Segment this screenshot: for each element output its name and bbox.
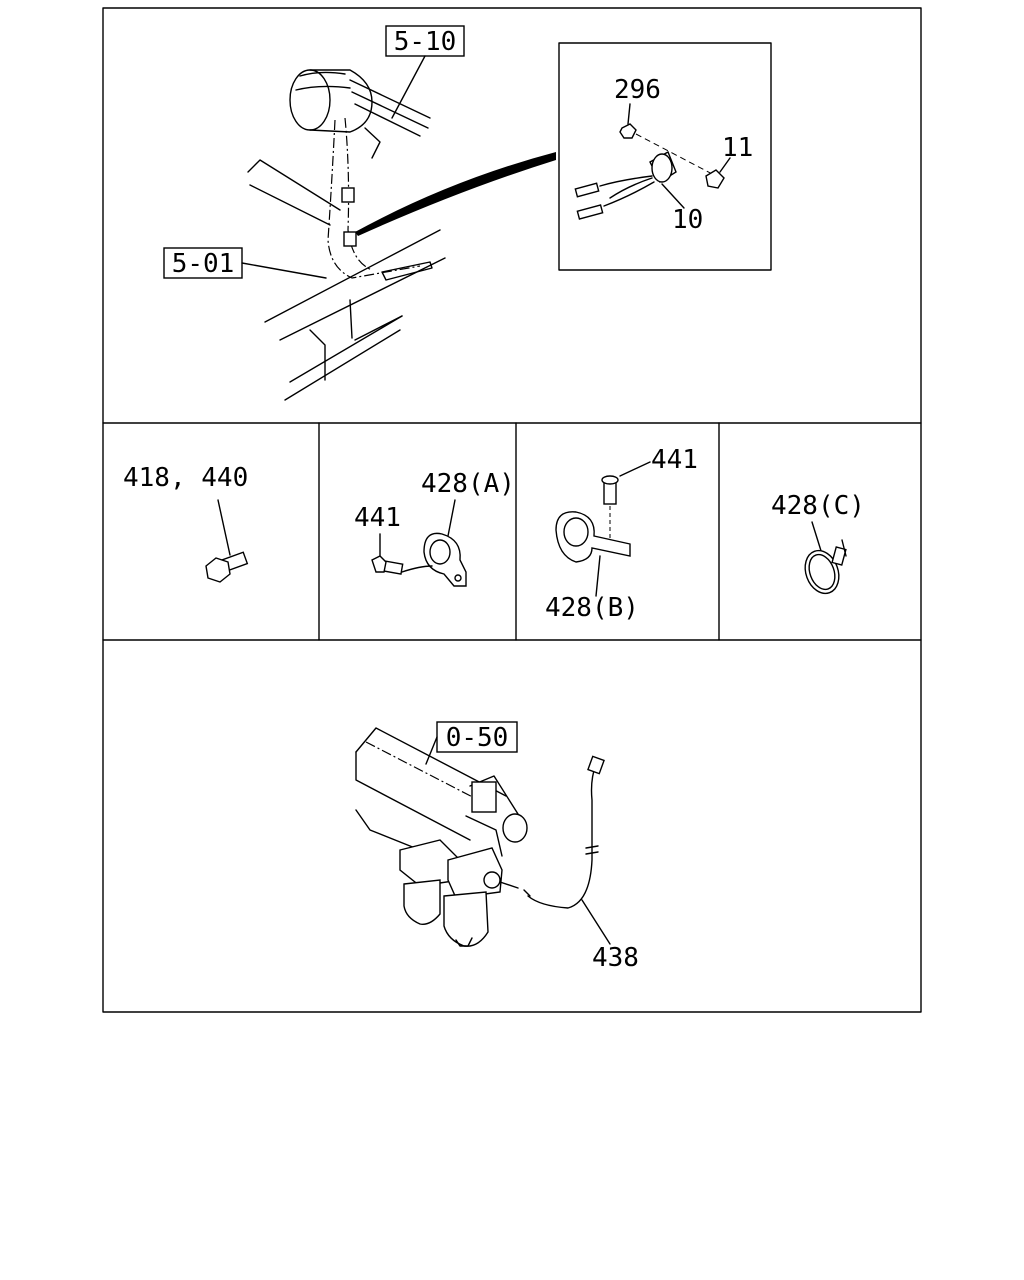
label-296: 296 xyxy=(614,75,661,105)
part-cable-tie-428c: 428(C) xyxy=(771,491,865,595)
diagram-frame xyxy=(102,7,922,1013)
label-441-b: 441 xyxy=(651,445,698,475)
label-438: 438 xyxy=(592,943,639,973)
label-418-440: 418, 440 xyxy=(123,463,248,493)
bolt-11-shape xyxy=(705,169,725,189)
label-428a: 428(A) xyxy=(421,469,515,499)
label-441-a: 441 xyxy=(354,503,401,533)
detail-box-sensor: 296 11 10 xyxy=(558,42,772,271)
label-0-50: 0-50 xyxy=(446,723,509,753)
sensor-10-shape xyxy=(651,153,673,183)
part-clamp-428a: 428(A) 441 xyxy=(354,469,515,587)
nut-296-shape xyxy=(619,123,637,139)
label-428c: 428(C) xyxy=(771,491,865,521)
frame-assembly-drawing xyxy=(247,69,556,401)
part-clamp-428b: 441 428(B) xyxy=(545,445,698,623)
label-5-10: 5-10 xyxy=(394,27,457,57)
label-10: 10 xyxy=(672,205,703,235)
label-428b: 428(B) xyxy=(545,593,639,623)
fuel-filter-assembly-drawing: 438 xyxy=(355,727,639,973)
callout-5-10: 5-10 xyxy=(385,25,465,119)
label-5-01: 5-01 xyxy=(172,249,235,279)
label-11: 11 xyxy=(722,133,753,163)
callout-5-01: 5-01 xyxy=(163,247,327,279)
part-bolt-418-440: 418, 440 xyxy=(123,463,248,583)
callout-0-50: 0-50 xyxy=(425,721,518,765)
